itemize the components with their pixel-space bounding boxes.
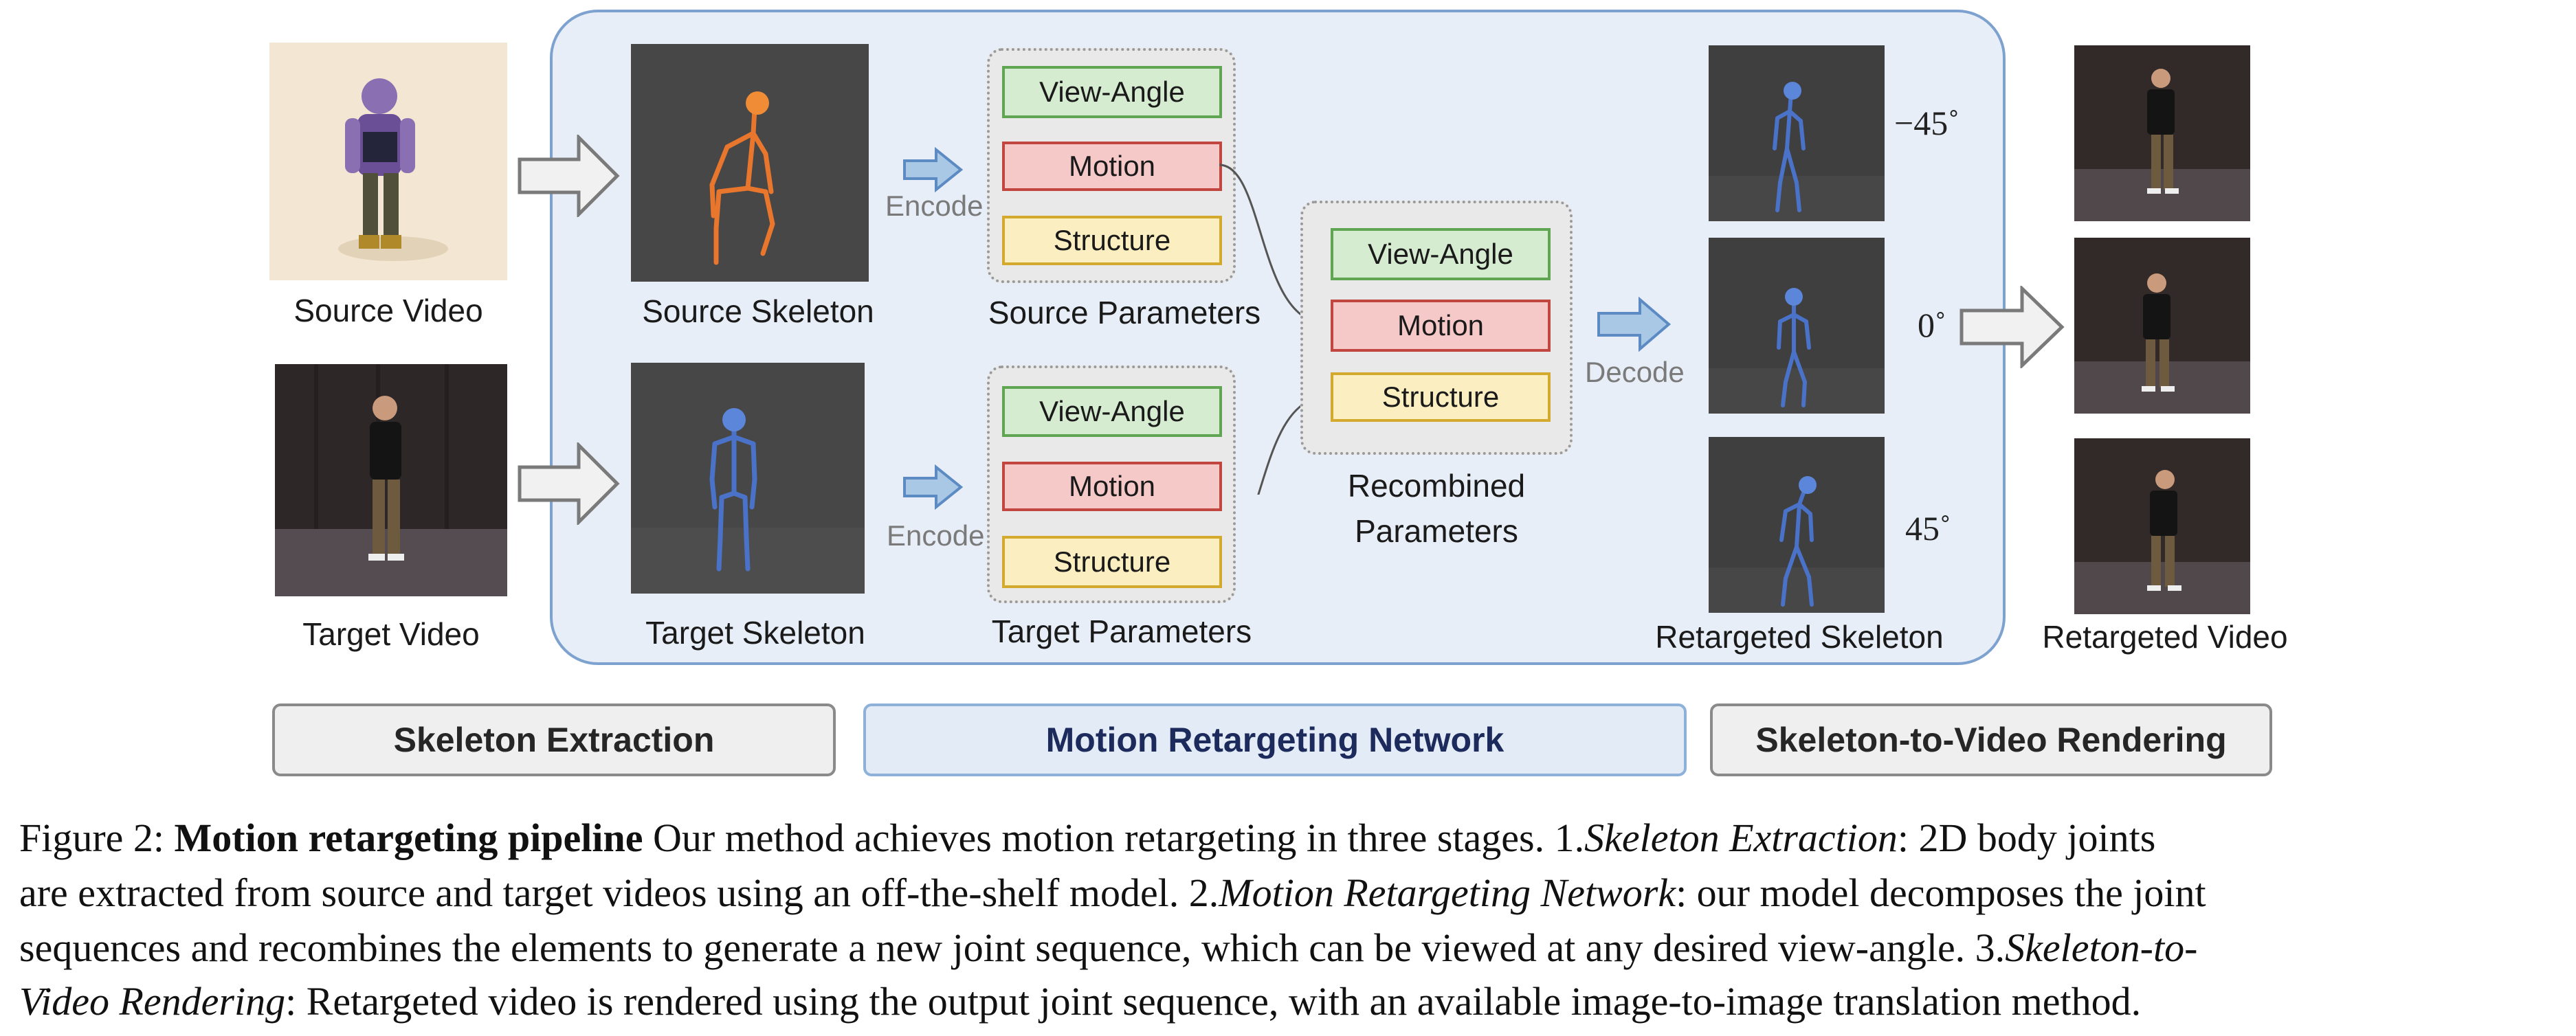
encode-label-source: Encode xyxy=(885,190,984,222)
retargeted-skeleton-0 xyxy=(1709,238,1885,414)
encode-label-target: Encode xyxy=(887,519,985,552)
caption-stage3-name-part2: Video Rendering xyxy=(19,979,286,1024)
caption-stage3-name-part1: Skeleton-to- xyxy=(2005,925,2198,970)
caption-figure-number: Figure 2: xyxy=(19,815,165,860)
caption-line4-text: : Retargeted video is rendered using the… xyxy=(285,979,2142,1024)
retargeted-skeleton-45 xyxy=(1709,437,1885,613)
caption-line-4: Video Rendering: Retargeted video is ren… xyxy=(19,974,2562,1029)
angle-label-45: 45˚ xyxy=(1905,509,1951,548)
source-skeleton-image xyxy=(631,44,869,282)
decode-label: Decode xyxy=(1585,356,1685,388)
caption-stage2-name: Motion Retargeting Network xyxy=(1219,870,1676,915)
caption-stage2-text: : our model decomposes the joint xyxy=(1676,870,2206,915)
target-video-label: Target Video xyxy=(302,616,480,652)
caption-line-2: are extracted from source and target vid… xyxy=(19,866,2562,921)
source-video-image xyxy=(269,43,507,280)
recombined-parameters-label-line1: Recombined xyxy=(1347,468,1526,504)
retargeted-video-frame-1 xyxy=(2074,45,2250,221)
recombined-view-angle-box: View-Angle xyxy=(1331,228,1551,280)
caption-line3-text: sequences and recombines the elements to… xyxy=(19,925,2006,970)
source-parameters-label: Source Parameters xyxy=(988,295,1261,330)
extraction-arrow-source xyxy=(518,135,620,217)
source-motion-box: Motion xyxy=(1002,142,1222,191)
retargeted-skeleton-neg45 xyxy=(1709,45,1885,221)
target-skeleton-image xyxy=(631,363,865,594)
source-parameters-group: View-Angle Motion Structure xyxy=(987,48,1236,283)
source-video-label: Source Video xyxy=(293,293,483,328)
source-view-angle-box: View-Angle xyxy=(1002,66,1222,118)
recombined-parameters-label-line2: Parameters xyxy=(1355,513,1518,549)
retargeted-skeleton-label: Retargeted Skeleton xyxy=(1655,619,1944,655)
source-structure-box: Structure xyxy=(1002,216,1222,265)
caption-title: Motion retargeting pipeline xyxy=(174,815,643,860)
target-parameters-group: View-Angle Motion Structure xyxy=(987,365,1236,603)
stage-skeleton-to-video-rendering: Skeleton-to-Video Rendering xyxy=(1710,703,2272,776)
stage-skeleton-extraction: Skeleton Extraction xyxy=(272,703,836,776)
angle-label-0: 0˚ xyxy=(1918,306,1946,344)
caption-line-3: sequences and recombines the elements to… xyxy=(19,921,2562,976)
caption-stage1-text: : 2D body joints xyxy=(1897,815,2156,860)
caption-line2-text: are extracted from source and target vid… xyxy=(19,870,1219,915)
source-skeleton-label: Source Skeleton xyxy=(642,293,874,329)
retargeted-video-frame-2 xyxy=(2074,238,2250,414)
angle-label-neg45: −45˚ xyxy=(1894,104,1959,142)
decode-arrow xyxy=(1597,297,1672,352)
recombined-motion-box: Motion xyxy=(1331,300,1551,352)
caption-line-1: Figure 2: Motion retargeting pipeline Ou… xyxy=(19,811,2562,866)
target-parameters-label: Target Parameters xyxy=(991,613,1252,649)
recombined-structure-box: Structure xyxy=(1331,372,1551,422)
extraction-arrow-target xyxy=(518,442,620,525)
recombined-parameters-group: View-Angle Motion Structure xyxy=(1300,201,1573,455)
stage-motion-retargeting-network: Motion Retargeting Network xyxy=(863,703,1687,776)
caption-stage1-name: Skeleton Extraction xyxy=(1584,815,1898,860)
encode-arrow-source xyxy=(903,147,964,192)
target-video-image xyxy=(275,364,507,596)
rendering-arrow xyxy=(1959,286,2065,368)
encode-arrow-target xyxy=(903,464,964,510)
target-structure-box: Structure xyxy=(1002,536,1222,588)
target-motion-box: Motion xyxy=(1002,462,1222,511)
target-view-angle-box: View-Angle xyxy=(1002,386,1222,437)
target-skeleton-label: Target Skeleton xyxy=(645,615,865,651)
retargeted-video-label: Retargeted Video xyxy=(2042,619,2288,655)
caption-intro: Our method achieves motion retargeting i… xyxy=(643,815,1585,860)
retargeted-video-frame-3 xyxy=(2074,438,2250,614)
